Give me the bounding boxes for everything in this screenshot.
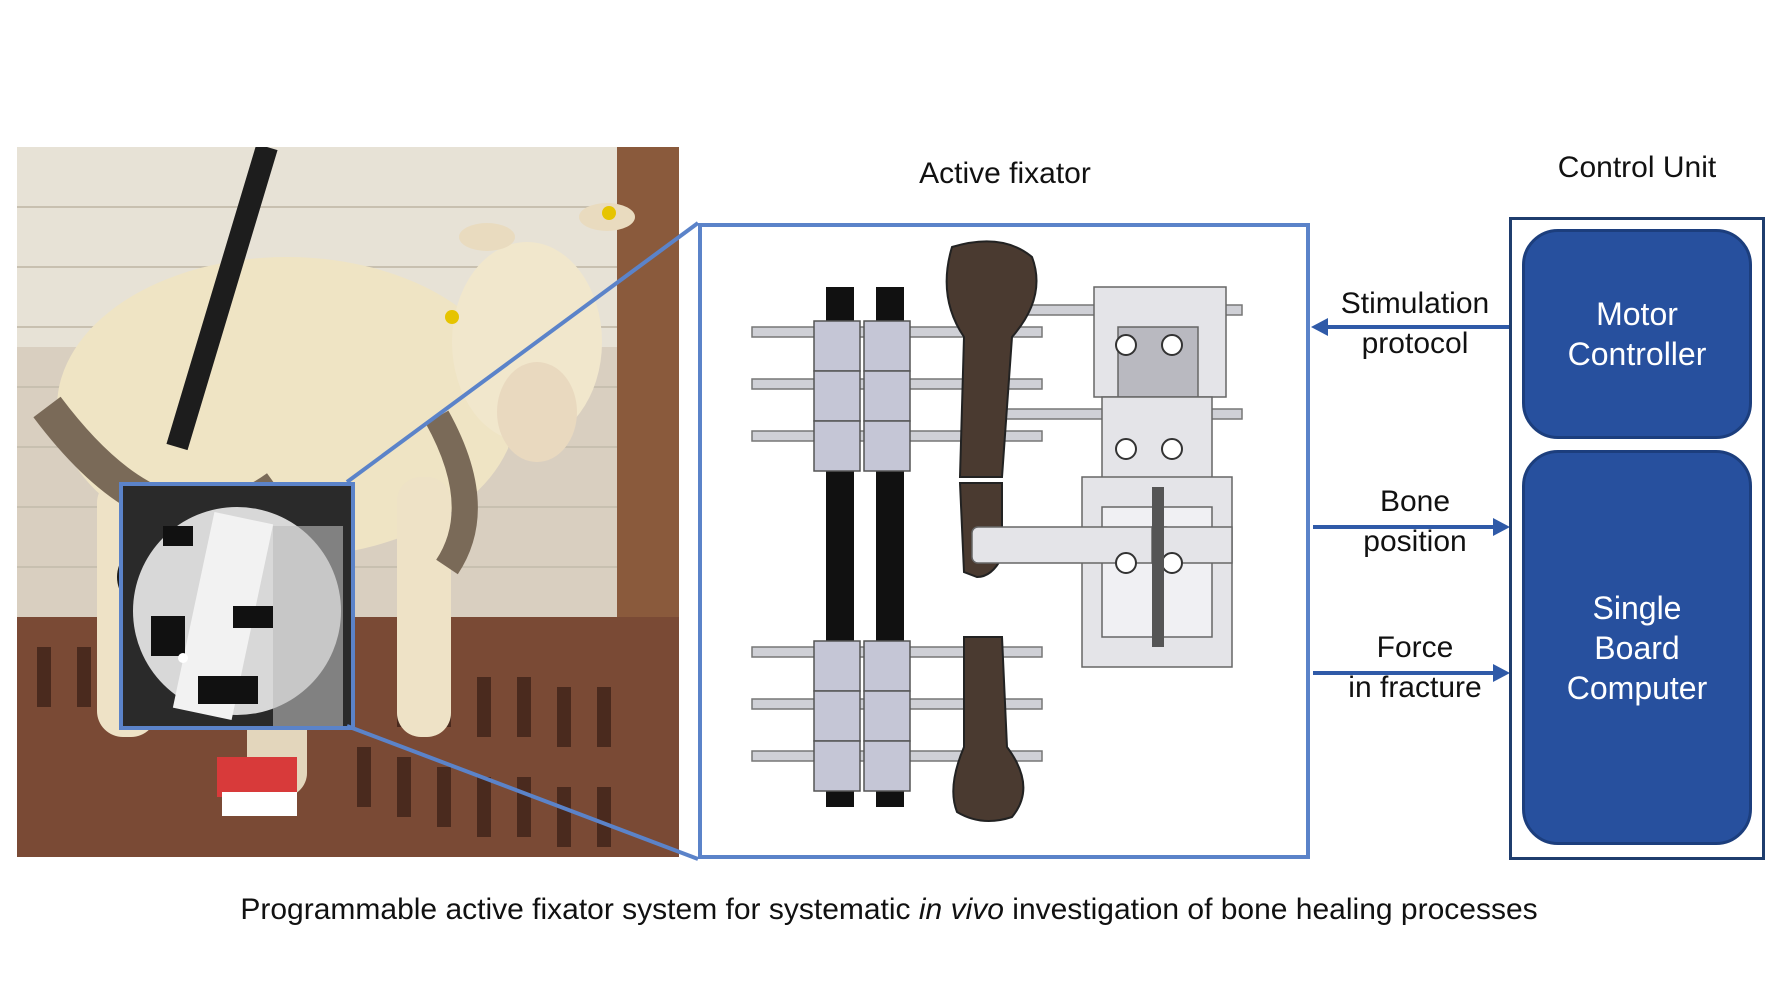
bone-position-label-line2: position <box>1363 525 1467 558</box>
stimulation-label-line2: protocol <box>1361 327 1469 360</box>
single-board-computer-block: Single Board Computer <box>1522 450 1752 845</box>
caption-text-before: Programmable active fixator system for s… <box>240 893 919 926</box>
connector-line-top <box>345 221 700 484</box>
control-unit-box: Motor Controller Single Board Computer <box>1509 217 1765 860</box>
motor-controller-block: Motor Controller <box>1522 229 1752 439</box>
caption-text-after: investigation of bone healing processes <box>1003 893 1538 926</box>
active-fixator-box <box>698 223 1310 859</box>
single-board-computer-label: Single Board Computer <box>1566 589 1708 706</box>
force-label-line1: Force <box>1376 631 1454 664</box>
connector-line-bottom <box>346 724 699 861</box>
arrow-force <box>1313 664 1510 682</box>
stimulation-label-line1: Stimulation <box>1340 287 1490 320</box>
xray-inset <box>119 482 355 730</box>
motor-controller-label: Motor Controller <box>1567 296 1707 372</box>
caption: Programmable active fixator system for s… <box>0 892 1778 928</box>
force-label-line2: in fracture <box>1348 671 1482 704</box>
xray-image <box>123 486 351 726</box>
bone-position-label-line1: Bone <box>1379 485 1451 518</box>
active-fixator-title: Active fixator <box>919 157 1091 190</box>
control-unit-title: Control Unit <box>1557 151 1717 184</box>
arrow-bone-position <box>1313 518 1510 536</box>
caption-text-italic: in vivo <box>918 893 1004 926</box>
fixator-drawing <box>751 240 1243 822</box>
arrow-stimulation <box>1311 318 1509 336</box>
